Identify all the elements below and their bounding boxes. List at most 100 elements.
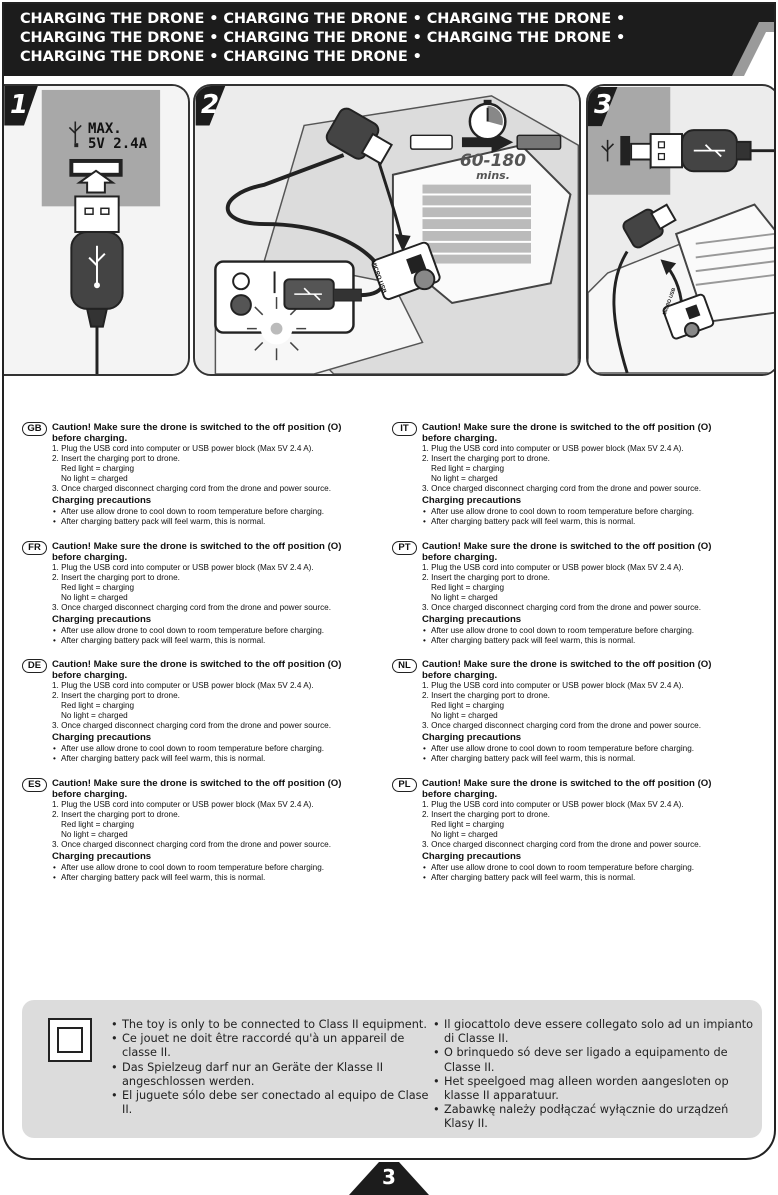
notice-column-1: The toy is only to be connected to Class…: [110, 1018, 430, 1117]
notice-item: The toy is only to be connected to Class…: [110, 1018, 430, 1032]
precautions-heading: Charging precautions: [422, 732, 522, 744]
precaution-item: After charging battery pack will feel wa…: [52, 754, 382, 764]
caution-line: before charging.: [422, 670, 498, 681]
caution-line: Caution! Make sure the drone is switched…: [422, 422, 712, 433]
section-body: Caution! Make sure the drone is switched…: [52, 659, 382, 764]
section-body: Caution! Make sure the drone is switched…: [422, 778, 752, 883]
caution-line: before charging.: [52, 789, 128, 800]
page-frame: CHARGING THE DRONE • CHARGING THE DRONE …: [2, 2, 776, 1160]
precaution-item: After use allow drone to cool down to ro…: [422, 744, 752, 754]
light-status: Red light = charging: [61, 701, 135, 711]
precautions-heading: Charging precautions: [52, 732, 152, 744]
precaution-item: After charging battery pack will feel wa…: [52, 517, 382, 527]
precautions-heading: Charging precautions: [52, 495, 152, 507]
section-body: Caution! Make sure the drone is switched…: [52, 778, 382, 883]
caution-line: Caution! Make sure the drone is switched…: [52, 778, 342, 789]
light-status: Red light = charging: [431, 701, 505, 711]
step-1-panel: 1 MAX. 5V 2.4A: [4, 84, 190, 376]
light-status: Red light = charging: [431, 583, 505, 593]
notice-item: Ce jouet ne doit être raccordé qu'à un a…: [110, 1032, 430, 1060]
language-badge: FR: [22, 541, 47, 555]
header-line: CHARGING THE DRONE • CHARGING THE DRONE …: [20, 11, 626, 27]
step-text: 1. Plug the USB cord into computer or US…: [52, 444, 314, 453]
section-body: Caution! Make sure the drone is switched…: [422, 659, 752, 764]
caution-line: Caution! Make sure the drone is switched…: [52, 659, 342, 670]
language-badge: PT: [392, 541, 417, 555]
language-badge: IT: [392, 422, 417, 436]
usb-plug-illustration: [4, 86, 188, 374]
charge-time-value: 60-180: [459, 151, 527, 171]
light-status: Red light = charging: [431, 464, 505, 474]
caution-line: Caution! Make sure the drone is switched…: [422, 541, 712, 552]
notice-item: O brinquedo só deve ser ligado a equipam…: [432, 1046, 757, 1074]
step-text: 1. Plug the USB cord into computer or US…: [422, 800, 684, 809]
step-text: 2. Insert the charging port to drone.: [52, 454, 180, 464]
step-text: 1. Plug the USB cord into computer or US…: [52, 681, 314, 690]
precaution-item: After use allow drone to cool down to ro…: [52, 626, 382, 636]
step-text: 2. Insert the charging port to drone.: [52, 810, 180, 820]
step-text: 3. Once charged disconnect charging cord…: [52, 484, 331, 494]
precautions-heading: Charging precautions: [422, 851, 522, 863]
caution-line: before charging.: [52, 670, 128, 681]
light-status: No light = charged: [431, 593, 498, 603]
light-status: No light = charged: [431, 711, 498, 721]
caution-text: Caution! Make sure the drone is switched…: [422, 422, 752, 444]
language-badge: ES: [22, 778, 47, 792]
step-text: 2. Insert the charging port to drone.: [52, 691, 180, 701]
step-text: 2. Insert the charging port to drone.: [422, 691, 550, 701]
notice-item: Das Spielzeug darf nur an Geräte der Kla…: [110, 1061, 430, 1089]
precaution-item: After use allow drone to cool down to ro…: [52, 507, 382, 517]
step-text: 3. Once charged disconnect charging cord…: [422, 484, 701, 494]
caution-text: Caution! Make sure the drone is switched…: [52, 541, 382, 563]
caution-line: before charging.: [422, 789, 498, 800]
class-ii-symbol-icon: [48, 1018, 92, 1062]
step-text: 1. Plug the USB cord into computer or US…: [422, 444, 684, 453]
step-text: 2. Insert the charging port to drone.: [422, 454, 550, 464]
step-2-panel: 2 60-180 mins. MICRO USB: [193, 84, 581, 376]
precaution-item: After use allow drone to cool down to ro…: [52, 863, 382, 873]
caution-text: Caution! Make sure the drone is switched…: [422, 541, 752, 563]
light-status: Red light = charging: [431, 820, 505, 830]
precautions-heading: Charging precautions: [52, 614, 152, 626]
light-status: No light = charged: [61, 593, 128, 603]
instructions-it: IT Caution! Make sure the drone is switch…: [392, 422, 757, 538]
step-text: 3. Once charged disconnect charging cord…: [422, 721, 701, 731]
precaution-item: After charging battery pack will feel wa…: [422, 636, 752, 646]
max-label-line-2: 5V 2.4A: [88, 136, 148, 152]
notice-item: Het speelgoed mag alleen worden aangeslo…: [432, 1075, 757, 1103]
language-badge: DE: [22, 659, 47, 673]
section-body: Caution! Make sure the drone is switched…: [422, 541, 752, 646]
step-2-number: 2: [201, 90, 220, 120]
caution-text: Caution! Make sure the drone is switched…: [422, 659, 752, 681]
caution-line: before charging.: [422, 552, 498, 563]
light-status: No light = charged: [431, 830, 498, 840]
max-power-label: MAX. 5V 2.4A: [88, 122, 147, 152]
step-text: 1. Plug the USB cord into computer or US…: [52, 563, 314, 572]
page-header: CHARGING THE DRONE • CHARGING THE DRONE …: [4, 4, 774, 76]
page-number: 3: [382, 1165, 396, 1189]
step-text: 2. Insert the charging port to drone.: [52, 573, 180, 583]
notice-item: Zabawkę należy podłączać wyłącznie do ur…: [432, 1103, 757, 1131]
drone-charging-illustration: [195, 86, 579, 374]
instructions-es: ES Caution! Make sure the drone is switch…: [22, 778, 387, 894]
caution-text: Caution! Make sure the drone is switched…: [52, 659, 382, 681]
caution-text: Caution! Make sure the drone is switched…: [422, 778, 752, 800]
header-title: CHARGING THE DRONE • CHARGING THE DRONE …: [20, 10, 626, 67]
section-body: Caution! Make sure the drone is switched…: [422, 422, 752, 527]
step-text: 2. Insert the charging port to drone.: [422, 810, 550, 820]
precaution-item: After charging battery pack will feel wa…: [422, 517, 752, 527]
section-body: Caution! Make sure the drone is switched…: [52, 422, 382, 527]
caution-line: before charging.: [422, 433, 498, 444]
step-1-number: 1: [10, 90, 29, 120]
step-text: 1. Plug the USB cord into computer or US…: [422, 563, 684, 572]
precautions-heading: Charging precautions: [422, 614, 522, 626]
precaution-item: After charging battery pack will feel wa…: [422, 754, 752, 764]
light-status: No light = charged: [431, 474, 498, 484]
precaution-item: After charging battery pack will feel wa…: [422, 873, 752, 883]
caution-line: before charging.: [52, 433, 128, 444]
corner-tab-icon: [732, 22, 774, 76]
precaution-item: After charging battery pack will feel wa…: [52, 636, 382, 646]
